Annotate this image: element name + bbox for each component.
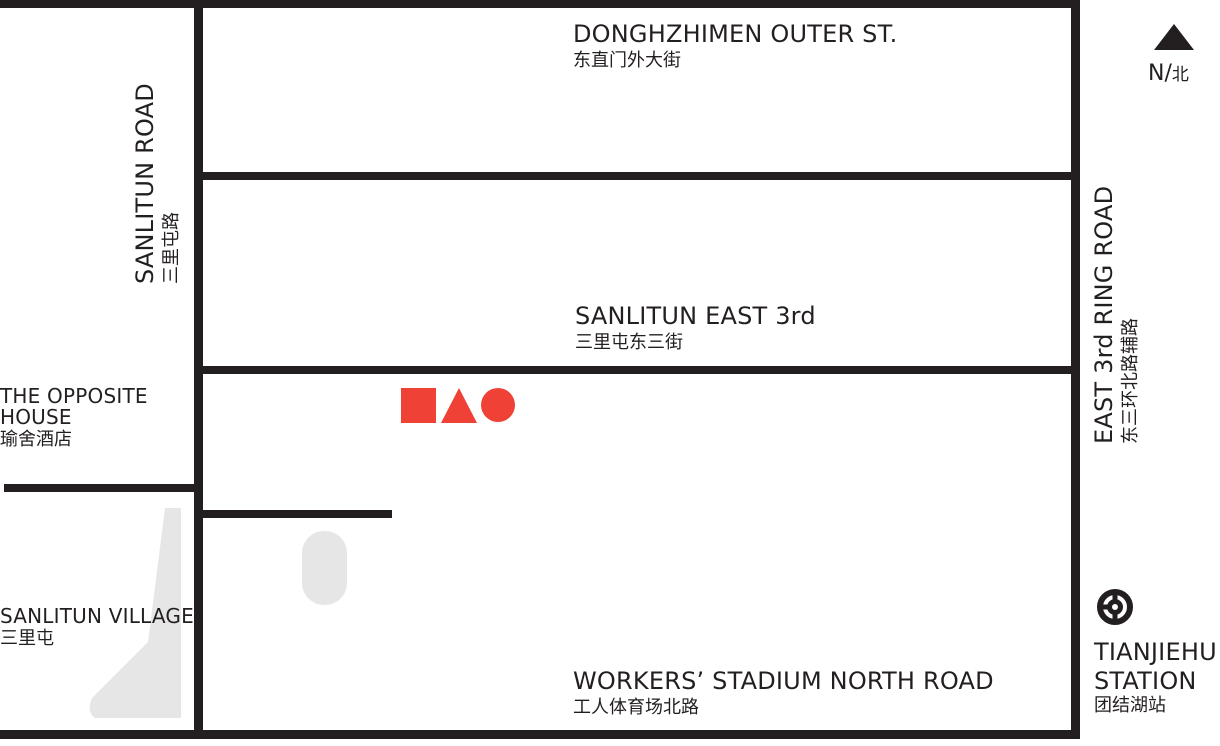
metro-station-icon: [1097, 589, 1133, 625]
road-label-en: SANLITUN EAST 3rd: [575, 302, 816, 330]
place-label-tianjiehu: TIANJIEHU STATION 团结湖站: [1094, 640, 1217, 715]
road-label-en: WORKERS’ STADIUM NORTH ROAD: [573, 667, 994, 695]
place-label-en-line1: THE OPPOSITE: [0, 384, 148, 408]
road-label-east-ring: EAST 3rd RING ROAD 东三环北路辅路: [1090, 185, 1141, 444]
road-label-workers-stadium: WORKERS’ STADIUM NORTH ROAD 工人体育场北路: [573, 669, 994, 717]
road-label-sanlitun-east: SANLITUN EAST 3rd 三里屯东三街: [575, 304, 816, 352]
road-label-en: DONGHZHIMEN OUTER ST.: [573, 20, 898, 48]
road-sanlitun-east: [194, 366, 1080, 374]
place-label-en: SANLITUN VILLAGE: [0, 604, 194, 628]
road-south-border: [0, 730, 1080, 739]
place-label-zh: 团结湖站: [1094, 695, 1166, 716]
north-arrow-icon: [1154, 24, 1194, 50]
logo-square: [401, 388, 436, 423]
road-label-sanlitun-road: SANLITUN ROAD 三里屯路: [131, 83, 182, 284]
road-north-border: [0, 0, 1080, 8]
building-landmark: [302, 531, 347, 605]
place-label-en-line2: HOUSE: [0, 405, 72, 429]
north-zh: 北: [1171, 65, 1189, 85]
north-letter: N/: [1148, 61, 1172, 86]
road-network: [0, 0, 1080, 739]
road-label-zh: 三里屯东三街: [575, 332, 683, 353]
place-label-zh: 瑜舍酒店: [0, 429, 72, 450]
place-label-en-line2: STATION: [1094, 667, 1197, 695]
place-label-en-line1: TIANJIEHU: [1094, 638, 1217, 666]
road-label-dongzhimen: DONGHZHIMEN OUTER ST. 东直门外大街: [573, 22, 897, 70]
road-label-en: SANLITUN ROAD: [131, 83, 159, 284]
sanlitun-village-landmark: [89, 508, 181, 718]
road-inner-branch: [194, 510, 392, 518]
logo-circle: [481, 388, 515, 422]
road-label-en: EAST 3rd RING ROAD: [1090, 185, 1118, 444]
road-label-zh: 工人体育场北路: [573, 697, 699, 718]
road-label-zh: 东直门外大街: [573, 50, 681, 71]
road-west-branch: [4, 484, 203, 492]
road-dongzhimen-south-edge: [194, 172, 1080, 180]
north-label: N/北: [1148, 63, 1189, 85]
place-label-sanlitun-village: SANLITUN VILLAGE 三里屯: [0, 606, 194, 648]
logo-triangle: [441, 388, 477, 423]
place-label-opposite-house: THE OPPOSITE HOUSE 瑜舍酒店: [0, 386, 148, 449]
place-label-zh: 三里屯: [0, 628, 54, 649]
brand-logo-icon: [401, 388, 515, 423]
road-label-zh: 三里屯路: [161, 212, 182, 284]
road-label-zh: 东三环北路辅路: [1120, 318, 1141, 444]
